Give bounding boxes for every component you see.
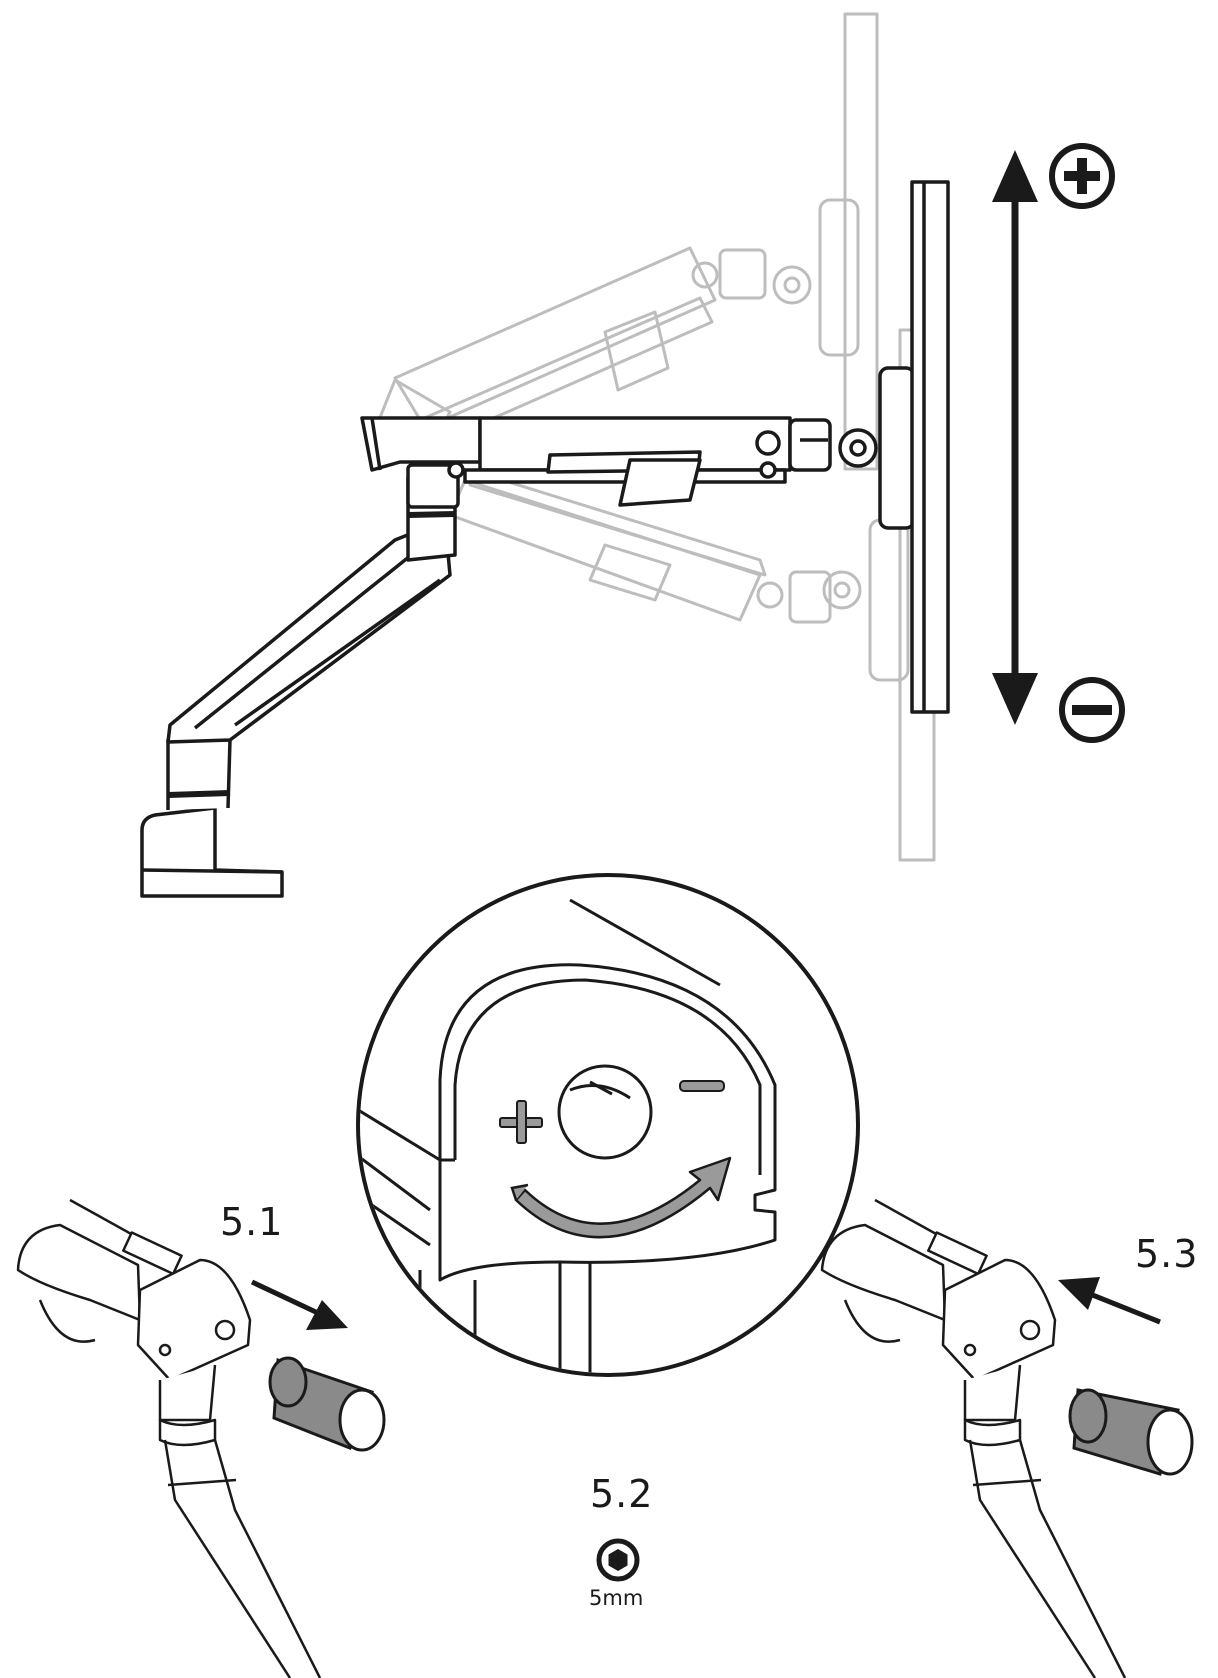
hex-key-icon (596, 1538, 640, 1582)
insert-arrow-left (250, 1279, 348, 1330)
hex-key-size-label: 5mm (589, 1586, 644, 1610)
end-cap-left (268, 1356, 386, 1452)
minus-circle-icon (1059, 677, 1125, 743)
detail-plus-icon (499, 1100, 543, 1144)
insert-arrow-right (1058, 1277, 1161, 1325)
plus-circle-icon (1049, 143, 1115, 209)
step-label-5-1: 5.1 (220, 1200, 284, 1244)
detail-rotate-arrow (510, 1156, 732, 1239)
monitor-arm-main (140, 180, 950, 898)
height-adjust-arrow (992, 150, 1038, 725)
step-label-5-2: 5.2 (590, 1472, 654, 1516)
step-label-5-3: 5.3 (1135, 1232, 1199, 1276)
detail-minus-icon (679, 1080, 725, 1092)
left-arm-closeup (16, 1198, 322, 1678)
base-pole (166, 738, 232, 810)
right-arm-closeup (820, 1198, 1127, 1678)
ghost-arm-upper (393, 12, 879, 471)
desk-clamp-base (140, 806, 284, 898)
ghost-arm-lower (448, 328, 936, 862)
monitor-panel (910, 180, 950, 714)
vesa-plate (878, 366, 916, 530)
adjustment-detail-zoom (356, 873, 860, 1377)
end-cap-right (1068, 1388, 1194, 1476)
